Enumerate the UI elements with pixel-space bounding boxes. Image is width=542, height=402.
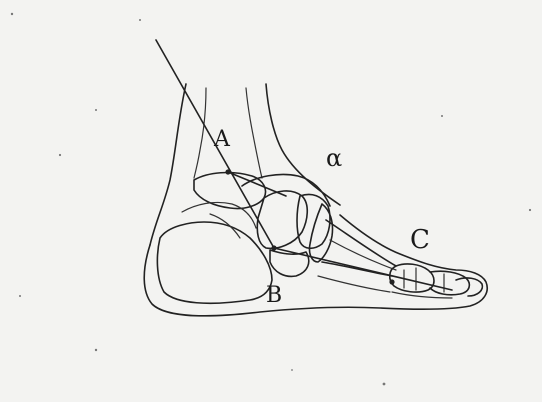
cuneiform-1 [297, 194, 330, 248]
metatarsals [318, 220, 396, 292]
label-c: C [410, 225, 430, 255]
phalanges [390, 264, 483, 298]
leg-outline [150, 84, 340, 245]
foot-outline [144, 215, 487, 316]
paper-specks [11, 13, 531, 386]
cuboid [270, 250, 309, 276]
point-b [271, 245, 276, 250]
cuneiform-2 [309, 204, 332, 262]
label-b: B [266, 283, 282, 308]
line-a-to-arch [228, 172, 286, 196]
calcaneus [157, 222, 272, 303]
point-a [225, 169, 230, 174]
label-a: A [213, 127, 231, 152]
label-alpha: α [326, 144, 342, 172]
reference-points [225, 169, 394, 284]
point-c [389, 279, 394, 284]
